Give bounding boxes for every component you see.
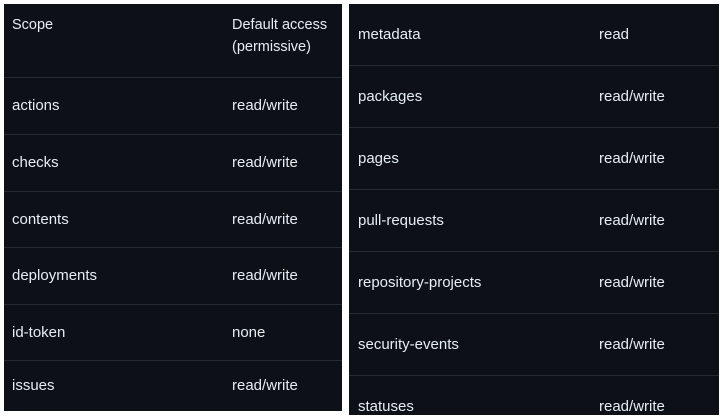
scope-cell: packages	[358, 87, 423, 105]
table-row: deployments read/write	[4, 248, 342, 305]
access-cell: read/write	[599, 149, 665, 167]
header-default-access: Default access(permissive)	[232, 17, 328, 55]
scope-cell: statuses	[358, 398, 414, 415]
table-row: security-events read/write	[349, 314, 719, 376]
scope-cell: pages	[358, 149, 399, 167]
table-row: actions read/write	[4, 78, 342, 135]
scope-cell: issues	[12, 377, 55, 394]
scope-cell: actions	[12, 97, 60, 114]
header-scope: Scope	[12, 17, 54, 33]
access-cell: none	[232, 323, 266, 341]
permissions-table-left: Scope Default access(permissive) actions…	[4, 4, 342, 411]
access-cell: read/write	[232, 97, 298, 114]
scope-cell: id-token	[12, 323, 66, 341]
table-row: statuses read/write	[349, 376, 719, 415]
access-cell: read/write	[232, 154, 298, 171]
table-row: checks read/write	[4, 135, 342, 192]
scope-cell: metadata	[358, 25, 421, 43]
table-header-row: Scope Default access(permissive)	[4, 4, 342, 78]
table-row: contents read/write	[4, 192, 342, 248]
scope-cell: checks	[12, 154, 59, 171]
table-row: metadata read	[349, 4, 719, 66]
access-cell: read/write	[232, 267, 298, 284]
table-row: issues read/write	[4, 361, 342, 411]
scope-cell: repository-projects	[358, 273, 482, 291]
access-cell: read/write	[599, 211, 665, 229]
access-cell: read/write	[232, 377, 298, 394]
scope-cell: contents	[12, 210, 69, 228]
access-cell: read/write	[599, 87, 665, 105]
scope-cell: deployments	[12, 267, 98, 284]
table-row: pages read/write	[349, 128, 719, 190]
table-row: id-token none	[4, 305, 342, 361]
access-cell: read/write	[599, 335, 665, 353]
access-cell: read	[599, 25, 630, 43]
scope-cell: pull-requests	[358, 211, 444, 229]
table-row: pull-requests read/write	[349, 190, 719, 252]
table-row: repository-projects read/write	[349, 252, 719, 314]
access-cell: read/write	[599, 273, 665, 291]
scope-cell: security-events	[358, 335, 459, 353]
access-cell: read/write	[599, 398, 665, 415]
table-row: packages read/write	[349, 66, 719, 128]
access-cell: read/write	[232, 210, 298, 228]
permissions-table-right: metadata read packages read/write pages …	[349, 4, 719, 415]
